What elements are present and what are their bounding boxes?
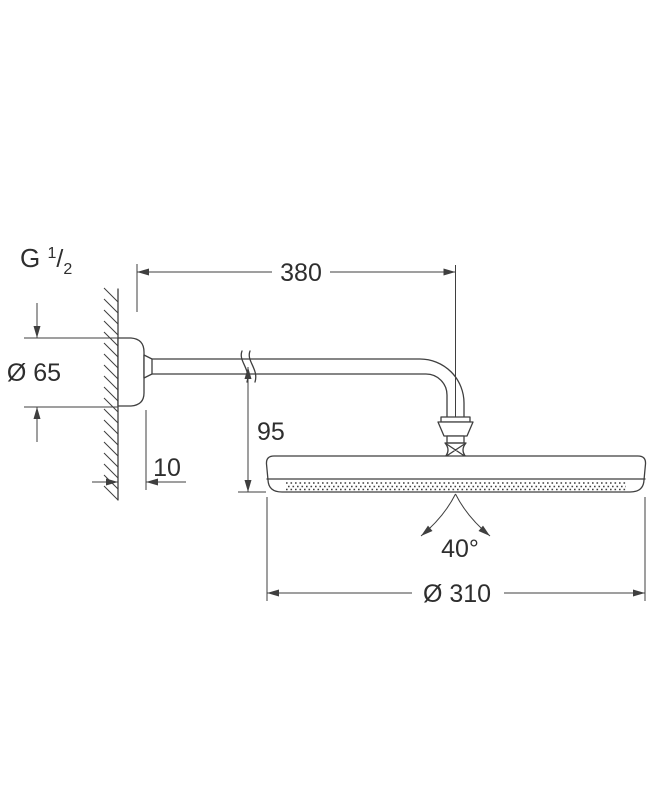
thread-denominator: 2: [63, 261, 72, 278]
arrowhead-380-left: [137, 268, 149, 276]
dimension-95-label: 95: [257, 418, 285, 446]
arrowhead-310-left: [267, 589, 279, 597]
arrowhead-65-bottom: [33, 407, 41, 419]
ball-joint-connector: [437, 416, 474, 458]
dimension-arm-projection: 380: [136, 259, 456, 312]
dimension-310-label: Ø 310: [423, 580, 491, 608]
dimension-65-label: Ø 65: [7, 359, 61, 387]
dimension-head-diameter: Ø 310: [266, 497, 646, 608]
dimension-flange-depth: 10: [92, 410, 186, 490]
arrowhead-40-right: [478, 525, 490, 536]
connector-nut: [437, 421, 474, 437]
wall-hatching: [103, 287, 119, 501]
arrowhead-65-top: [33, 326, 41, 338]
dimension-head-drop: 95: [238, 367, 285, 493]
nozzle-face-dots: [286, 482, 627, 491]
thread-numerator: 1: [47, 245, 56, 262]
arm-tube-inner: [151, 373, 448, 418]
dimension-380-label: 380: [280, 259, 322, 287]
arrowhead-95-top: [244, 367, 252, 379]
arm-tube-outer: [151, 358, 465, 418]
flange-escutcheon: [117, 337, 145, 407]
arrowhead-380-right: [443, 268, 456, 276]
spray-angle-indicator: 40°: [420, 493, 491, 563]
thread-g: G: [20, 243, 47, 273]
thread-size-label: G 1/2: [20, 243, 72, 278]
shower-arm: [151, 350, 465, 418]
thread-slash: /: [56, 245, 63, 273]
spray-angle-label: 40°: [441, 535, 479, 563]
arrowhead-95-bottom: [244, 480, 252, 492]
wall: [103, 287, 119, 501]
shower-head: [265, 455, 647, 493]
dimension-flange-diameter: Ø 65: [7, 303, 118, 442]
connector-collar: [440, 416, 471, 423]
arrowhead-310-right: [633, 589, 645, 597]
arrowhead-10-left: [106, 478, 118, 486]
dimension-10-label: 10: [153, 454, 181, 482]
arrowhead-10-right: [146, 478, 158, 486]
head-body: [265, 455, 647, 493]
ball-joint-bowtie: [444, 442, 467, 458]
arrowhead-40-left: [421, 525, 433, 536]
mounting-flange: [117, 337, 153, 407]
flange-cone-adapter: [143, 354, 153, 379]
connector-stem: [446, 435, 465, 444]
